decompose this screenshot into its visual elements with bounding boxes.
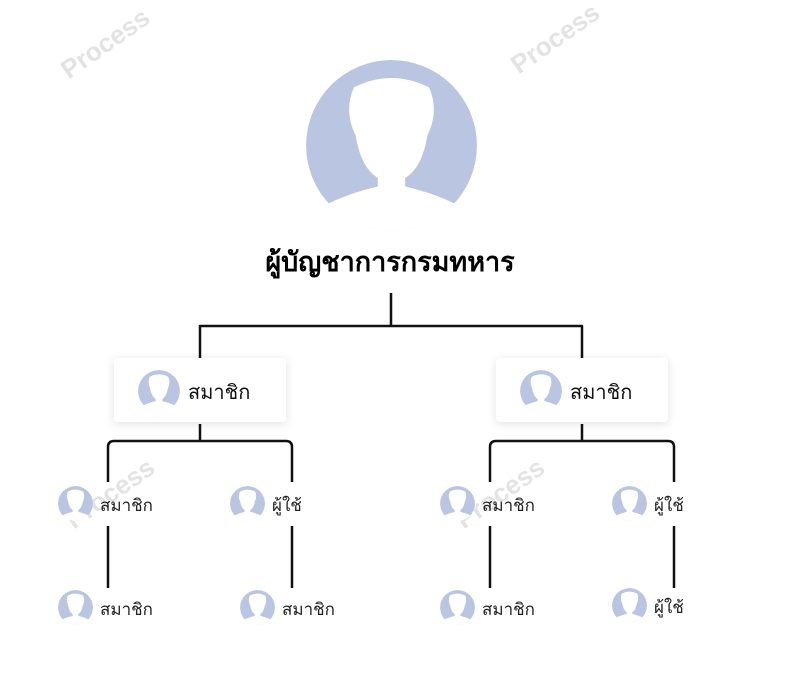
leaf-connector [106,526,676,588]
person-icon [440,590,475,625]
node-label: ผู้ใช้ [272,496,302,516]
node-label: ผู้ใช้ [654,598,684,618]
node-label: สมาชิก [482,496,535,516]
person-icon [58,486,93,521]
member-avatar [240,590,275,625]
person-icon [612,486,647,521]
person-icon [138,370,180,412]
person-icon [240,590,275,625]
member-avatar [58,486,93,521]
root-avatar [306,60,477,231]
branch-card-right[interactable]: สมาชิก [496,358,668,422]
person-icon [230,486,265,521]
member-avatar [520,370,562,412]
person-icon [440,486,475,521]
node-label: สมาชิก [100,496,153,516]
person-icon [58,590,93,625]
node-label: ผู้ใช้ [654,496,684,516]
member-avatar [612,486,647,521]
person-icon [520,370,562,412]
member-avatar [440,590,475,625]
branch-card-left[interactable]: สมาชิก [114,358,286,422]
root-title: ผู้บัญชาการกรมทหาร [265,247,515,278]
node-label: สมาชิก [282,600,335,620]
member-avatar [612,588,647,623]
person-icon [306,60,477,231]
member-avatar [138,370,180,412]
member-avatar [58,590,93,625]
member-avatar [230,486,265,521]
branch-label: สมาชิก [188,380,251,404]
node-label: สมาชิก [100,600,153,620]
branch-label: สมาชิก [570,380,633,404]
root-connector [198,293,584,358]
left-branch-connector [106,424,294,482]
member-avatar [440,486,475,521]
person-icon [612,588,647,623]
right-branch-connector [488,424,676,482]
node-label: สมาชิก [482,600,535,620]
